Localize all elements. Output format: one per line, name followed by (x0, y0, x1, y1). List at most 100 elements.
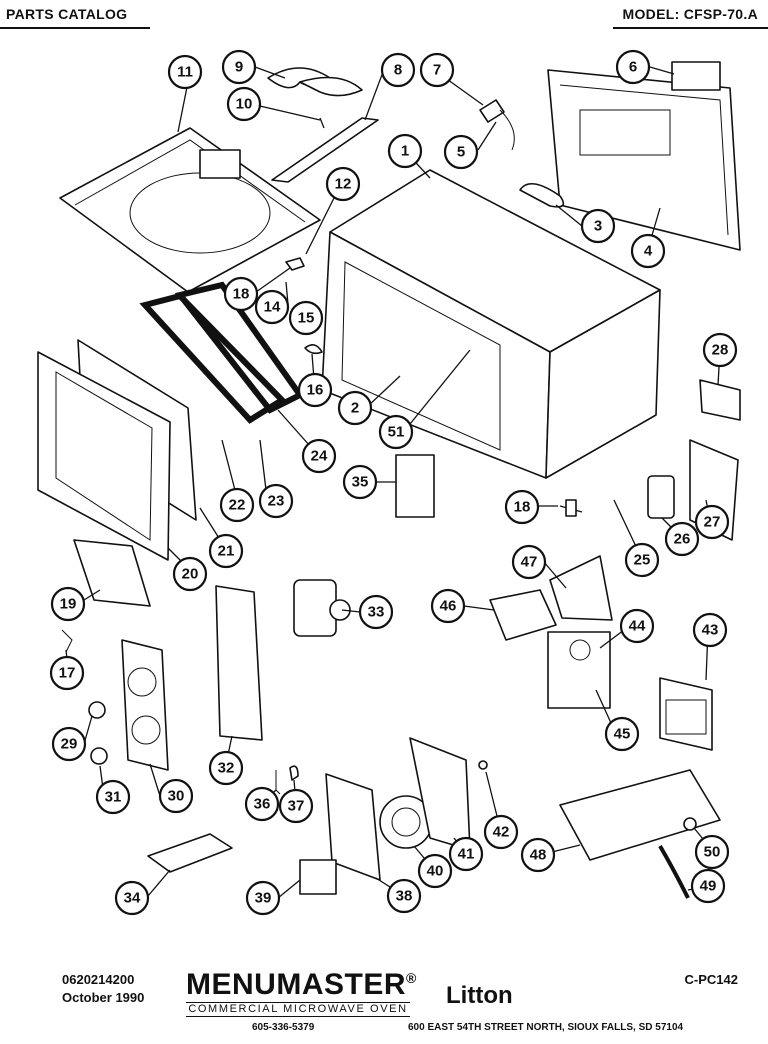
brand-name: MENUMASTER (186, 968, 406, 1001)
callout-16: 16 (297, 372, 333, 408)
part-knob-29 (88, 701, 106, 719)
svg-text:18: 18 (233, 286, 250, 303)
callout-30: 30 (158, 778, 194, 814)
part-cabinet (321, 169, 661, 479)
part-relay (299, 859, 337, 895)
callout-45: 45 (604, 716, 640, 752)
callout-15: 15 (288, 300, 324, 336)
company-name: Litton (446, 982, 513, 1009)
svg-text:15: 15 (298, 310, 315, 327)
part-back-panel (547, 61, 741, 251)
svg-text:17: 17 (59, 665, 76, 682)
header-rule-left (0, 27, 150, 29)
svg-text:38: 38 (396, 888, 413, 905)
svg-text:39: 39 (255, 890, 272, 907)
svg-text:11: 11 (177, 64, 193, 81)
callout-51: 51 (378, 414, 414, 450)
svg-text:33: 33 (368, 604, 385, 621)
svg-text:30: 30 (168, 788, 185, 805)
callout-48: 48 (520, 837, 556, 873)
part-fuse-holder (489, 589, 557, 641)
part-knob-31 (90, 747, 108, 765)
svg-text:49: 49 (700, 878, 717, 895)
svg-text:22: 22 (229, 497, 246, 514)
part-magnetron (547, 631, 611, 709)
callout-33: 33 (358, 594, 394, 630)
callout-46: 46 (430, 588, 466, 624)
company-address: 600 EAST 54TH STREET NORTH, SIOUX FALLS,… (408, 1022, 684, 1033)
svg-text:43: 43 (702, 622, 719, 639)
part-power-cord (658, 844, 690, 899)
callout-23: 23 (258, 483, 294, 519)
svg-text:8: 8 (394, 62, 402, 79)
svg-text:23: 23 (268, 493, 285, 510)
header-rule-right (613, 27, 768, 29)
part-transformer (659, 677, 713, 751)
callout-5: 5 (443, 134, 479, 170)
callout-37: 37 (278, 788, 314, 824)
svg-text:51: 51 (388, 424, 405, 441)
part-label (147, 833, 233, 873)
svg-text:26: 26 (674, 531, 691, 548)
svg-text:29: 29 (61, 736, 78, 753)
callout-27: 27 (694, 504, 730, 540)
callout-8: 8 (380, 52, 416, 88)
svg-text:7: 7 (433, 62, 441, 79)
svg-text:42: 42 (493, 824, 510, 841)
callout-25: 25 (624, 542, 660, 578)
callout-34: 34 (114, 880, 150, 916)
svg-text:41: 41 (458, 846, 475, 863)
svg-text:18: 18 (514, 499, 531, 516)
callout-3: 3 (580, 208, 616, 244)
catalog-title: PARTS CATALOG (6, 6, 128, 22)
callout-14: 14 (254, 289, 290, 325)
callout-38: 38 (386, 878, 422, 914)
callout-39: 39 (245, 880, 281, 916)
callout-10: 10 (226, 86, 262, 122)
callout-21: 21 (208, 533, 244, 569)
svg-text:21: 21 (218, 543, 235, 560)
callout-31: 31 (95, 779, 131, 815)
callout-47: 47 (511, 544, 547, 580)
callout-43: 43 (692, 612, 728, 648)
part-thermal-cutout (479, 99, 515, 151)
callout-49: 49 (690, 868, 726, 904)
phone-number: 605-336-5379 (252, 1022, 315, 1033)
callout-42: 42 (483, 814, 519, 850)
svg-text:24: 24 (311, 448, 328, 465)
part-interlock-switch (395, 454, 435, 518)
svg-text:47: 47 (521, 554, 538, 571)
callout-44: 44 (619, 608, 655, 644)
part-bracket (549, 555, 613, 621)
svg-text:36: 36 (254, 796, 271, 813)
part-stirrer-motor (293, 579, 351, 637)
callout-32: 32 (208, 750, 244, 786)
brand-logo: MENUMASTER® (186, 968, 417, 1002)
callout-36: 36 (244, 786, 280, 822)
svg-text:25: 25 (634, 552, 651, 569)
brand-tagline: COMMERCIAL MICROWAVE OVEN (186, 1002, 410, 1017)
callout-29: 29 (51, 726, 87, 762)
svg-text:32: 32 (218, 760, 235, 777)
svg-text:2: 2 (351, 400, 359, 417)
callout-24: 24 (301, 438, 337, 474)
registered-mark: ® (406, 970, 417, 986)
svg-text:4: 4 (644, 243, 653, 260)
svg-text:14: 14 (264, 299, 281, 316)
callout-35: 35 (342, 464, 378, 500)
model-number: MODEL: CFSP-70.A (622, 6, 758, 22)
svg-text:3: 3 (594, 218, 602, 235)
svg-text:27: 27 (704, 514, 721, 531)
svg-text:28: 28 (712, 342, 729, 359)
callout-26: 26 (664, 521, 700, 557)
svg-text:34: 34 (124, 890, 141, 907)
part-top-panel (59, 127, 321, 293)
svg-text:46: 46 (440, 598, 457, 615)
svg-text:37: 37 (288, 798, 305, 815)
svg-text:6: 6 (629, 59, 637, 76)
callout-7: 7 (419, 52, 455, 88)
callout-18-lower: 18 (504, 489, 540, 525)
callout-40: 40 (417, 853, 453, 889)
svg-text:40: 40 (427, 863, 444, 880)
callout-12: 12 (325, 166, 361, 202)
